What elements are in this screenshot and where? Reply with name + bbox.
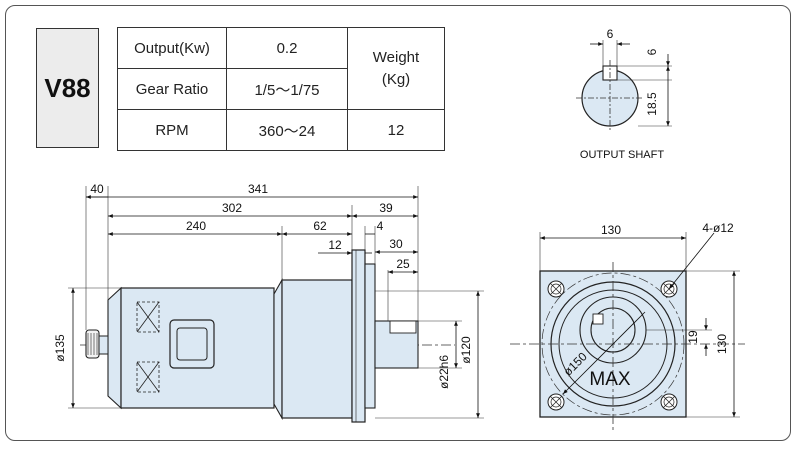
terminal-box-inner xyxy=(176,327,208,361)
leader-line xyxy=(668,232,715,290)
key-depth-label: 6 xyxy=(645,48,659,55)
dim-12: 12 xyxy=(328,238,342,252)
extension-lines xyxy=(85,186,419,330)
flange xyxy=(351,249,366,423)
output-shaft-view: 6 6 18.5 OUTPUT SHAFT xyxy=(576,27,672,161)
shaft-end-key xyxy=(592,313,604,325)
max-label: MAX xyxy=(589,369,631,390)
dim-25: 25 xyxy=(396,257,410,271)
dim-130-side: 130 xyxy=(715,334,729,354)
pilot xyxy=(364,263,376,409)
shaft-keyway xyxy=(389,320,417,334)
dim-dia120: ø120 xyxy=(459,336,473,364)
dim-dia22: ø22h6 xyxy=(437,355,451,389)
dim-39: 39 xyxy=(379,201,393,215)
model-label: V88 xyxy=(36,28,99,148)
spec-table: Output(Kw) 0.2 Weight (Kg) Gear Ratio 1/… xyxy=(117,27,445,151)
shaft-height-label: 18.5 xyxy=(645,92,659,116)
weight-value: 12 xyxy=(347,109,445,151)
dim-40: 40 xyxy=(90,182,104,196)
front-view: 130 4-ø12 19 130 ø150 MAX xyxy=(510,221,745,432)
dim-302: 302 xyxy=(222,201,242,215)
table-row: Gear Ratio 1/5～1/75 xyxy=(117,68,445,110)
vent-grille xyxy=(136,301,160,393)
dim-240: 240 xyxy=(186,219,206,233)
side-view: 341 40 302 39 240 62 4 12 30 25 ø135 xyxy=(53,182,484,423)
dimension-line xyxy=(562,311,646,395)
table-row: RPM 360～24 12 xyxy=(117,109,445,151)
holes-label: 4-ø12 xyxy=(702,221,734,235)
gear-ratio-label: Gear Ratio xyxy=(117,68,227,110)
gear-ratio-value: 1/5～1/75 xyxy=(226,68,348,110)
gearbox-step xyxy=(273,277,283,421)
knob-stem xyxy=(98,335,109,355)
dim-341: 341 xyxy=(248,182,268,196)
rpm-value: 360～24 xyxy=(226,109,348,151)
dim-30: 30 xyxy=(389,237,403,251)
dim-dia135: ø135 xyxy=(53,334,67,362)
rpm-label: RPM xyxy=(117,109,227,151)
output-shaft-title: OUTPUT SHAFT xyxy=(580,149,664,161)
knob-grip xyxy=(87,333,98,355)
dim-130-top: 130 xyxy=(601,223,621,237)
dim-62: 62 xyxy=(313,219,327,233)
output-value: 0.2 xyxy=(226,27,348,69)
dim-4: 4 xyxy=(377,219,384,233)
key-width-label: 6 xyxy=(607,27,614,41)
motor-end-cap xyxy=(107,286,122,410)
gearbox-body xyxy=(281,279,353,419)
dim-19: 19 xyxy=(686,330,700,344)
